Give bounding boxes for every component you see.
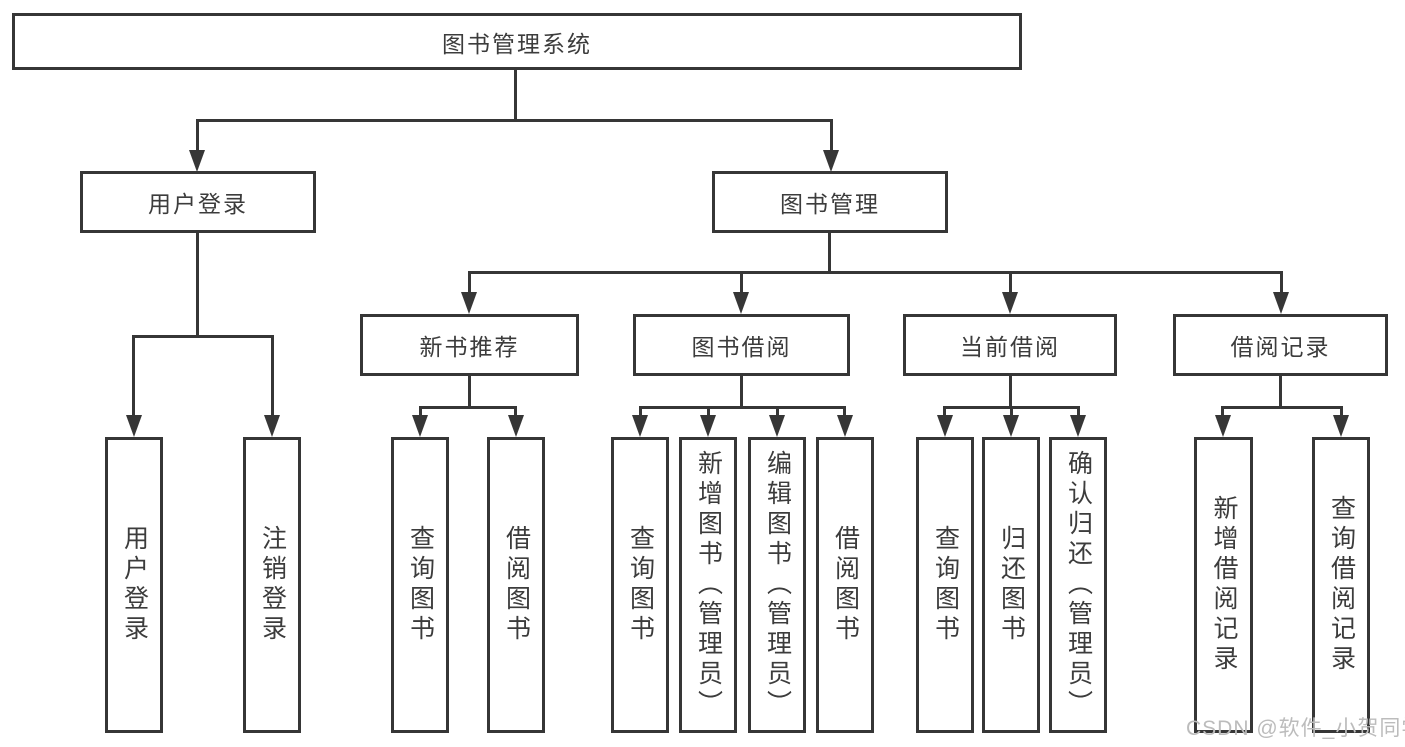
node-label: 新书推荐	[419, 334, 520, 360]
connector-line	[639, 406, 846, 409]
connector-line	[639, 406, 642, 417]
connector-line	[776, 406, 779, 417]
node-label: 图书借阅	[691, 334, 792, 360]
arrow-down-icon	[1003, 415, 1019, 437]
node-current-borrow: 当前借阅	[903, 314, 1117, 376]
arrow-down-icon	[508, 415, 524, 437]
leaf-label: 查询图书	[406, 525, 435, 645]
connector-line	[468, 271, 1283, 274]
leaf-confirm-return-admin: 确认归还（管理员）	[1049, 437, 1107, 733]
node-book-management: 图书管理	[712, 171, 948, 233]
arrow-down-icon	[700, 415, 716, 437]
node-label: 当前借阅	[960, 334, 1060, 360]
node-library-management-system: 图书管理系统	[12, 13, 1022, 70]
leaf-label: 用户登录	[120, 525, 149, 645]
node-new-book-recommend: 新书推荐	[360, 314, 579, 376]
arrow-down-icon	[1333, 415, 1349, 437]
connector-line	[419, 406, 422, 417]
arrow-down-icon	[126, 415, 142, 437]
arrow-down-icon	[837, 415, 853, 437]
connector-line	[514, 70, 517, 121]
connector-line	[1221, 406, 1343, 409]
watermark: CSDN @软件_小贺同学	[1186, 717, 1405, 740]
node-label: 图书管理系统	[442, 30, 592, 57]
leaf-logout: 注销登录	[243, 437, 301, 733]
leaf-label: 借阅图书	[831, 525, 860, 645]
node-book-borrow: 图书借阅	[633, 314, 850, 376]
leaf-add-borrow-record: 新增借阅记录	[1194, 437, 1253, 733]
connector-line	[132, 335, 274, 338]
arrow-down-icon	[1273, 292, 1289, 314]
connector-line	[419, 406, 517, 409]
connector-line	[271, 335, 274, 417]
connector-line	[1279, 376, 1282, 409]
leaf-query-borrow-record: 查询借阅记录	[1312, 437, 1370, 733]
connector-line	[1077, 406, 1080, 417]
arrow-down-icon	[733, 292, 749, 314]
connector-line	[1010, 406, 1013, 417]
arrow-down-icon	[412, 415, 428, 437]
connector-line	[196, 119, 833, 122]
leaf-label: 借阅图书	[502, 525, 531, 645]
connector-line	[707, 406, 710, 417]
connector-line	[468, 376, 471, 409]
leaf-borrow-books-recommend: 借阅图书	[487, 437, 545, 733]
connector-line	[1009, 271, 1012, 294]
connector-line	[1009, 376, 1012, 409]
arrow-down-icon	[461, 292, 477, 314]
node-label: 用户登录	[148, 191, 248, 217]
leaf-label: 新增图书（管理员）	[694, 450, 723, 720]
leaf-query-books-borrow: 查询图书	[611, 437, 669, 733]
connector-line	[1280, 271, 1283, 294]
leaf-label: 查询借阅记录	[1327, 495, 1356, 675]
connector-line	[1221, 406, 1224, 417]
arrow-down-icon	[937, 415, 953, 437]
connector-line	[740, 271, 743, 294]
leaf-label: 归还图书	[997, 525, 1026, 645]
connector-line	[740, 376, 743, 409]
connector-line	[1340, 406, 1343, 417]
connector-line	[196, 119, 199, 152]
leaf-label: 新增借阅记录	[1210, 495, 1238, 675]
connector-line	[843, 406, 846, 417]
connector-line	[828, 233, 831, 274]
leaf-label: 查询图书	[626, 525, 655, 645]
connector-line	[514, 406, 517, 417]
arrow-down-icon	[189, 150, 205, 172]
arrow-down-icon	[1070, 415, 1086, 437]
arrow-down-icon	[769, 415, 785, 437]
arrow-down-icon	[1002, 292, 1018, 314]
leaf-user-login: 用户登录	[105, 437, 163, 733]
node-borrow-records: 借阅记录	[1173, 314, 1388, 376]
connector-line	[943, 406, 946, 417]
connector-line	[132, 335, 135, 417]
node-label: 图书管理	[780, 191, 880, 217]
leaf-label: 查询图书	[931, 525, 960, 645]
node-label: 借阅记录	[1230, 334, 1331, 360]
node-user-login: 用户登录	[80, 171, 316, 233]
leaf-query-books-recommend: 查询图书	[391, 437, 449, 733]
leaf-add-books-admin: 新增图书（管理员）	[679, 437, 737, 733]
leaf-borrow-books: 借阅图书	[816, 437, 874, 733]
arrow-down-icon	[264, 415, 280, 437]
arrow-down-icon	[1215, 415, 1231, 437]
leaf-label: 注销登录	[258, 525, 287, 645]
leaf-return-books: 归还图书	[982, 437, 1040, 733]
arrow-down-icon	[632, 415, 648, 437]
leaf-label: 编辑图书（管理员）	[763, 450, 792, 720]
connector-line	[196, 233, 199, 338]
connector-line	[468, 271, 471, 294]
leaf-query-books-current: 查询图书	[916, 437, 974, 733]
connector-line	[830, 119, 833, 152]
leaf-label: 确认归还（管理员）	[1064, 450, 1093, 720]
arrow-down-icon	[823, 150, 839, 172]
leaf-edit-books-admin: 编辑图书（管理员）	[748, 437, 806, 733]
